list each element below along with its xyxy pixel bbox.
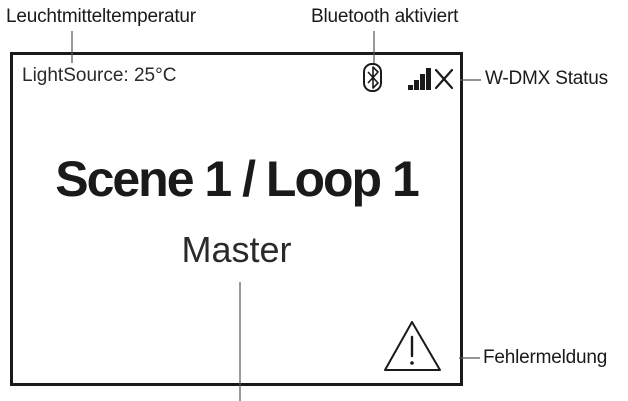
scene-title: Scene 1 / Loop 1 bbox=[55, 151, 420, 207]
signal-bars-icon bbox=[408, 68, 431, 90]
light-source-temperature: LightSource: 25°C bbox=[22, 65, 177, 86]
bluetooth-icon bbox=[363, 63, 382, 92]
callout-wdmx-status: W-DMX Status bbox=[485, 68, 608, 89]
close-icon bbox=[434, 68, 454, 90]
callout-error-message: Fehlermeldung bbox=[483, 347, 608, 368]
warning-triangle-icon bbox=[384, 321, 441, 371]
display-screen bbox=[10, 52, 463, 386]
mode-label: Master bbox=[181, 229, 292, 270]
leader-lines bbox=[71, 31, 481, 401]
callout-light-source-temperature: Leuchtmitteltemperatur bbox=[6, 6, 196, 27]
callout-bluetooth-enabled: Bluetooth aktiviert bbox=[311, 6, 459, 27]
